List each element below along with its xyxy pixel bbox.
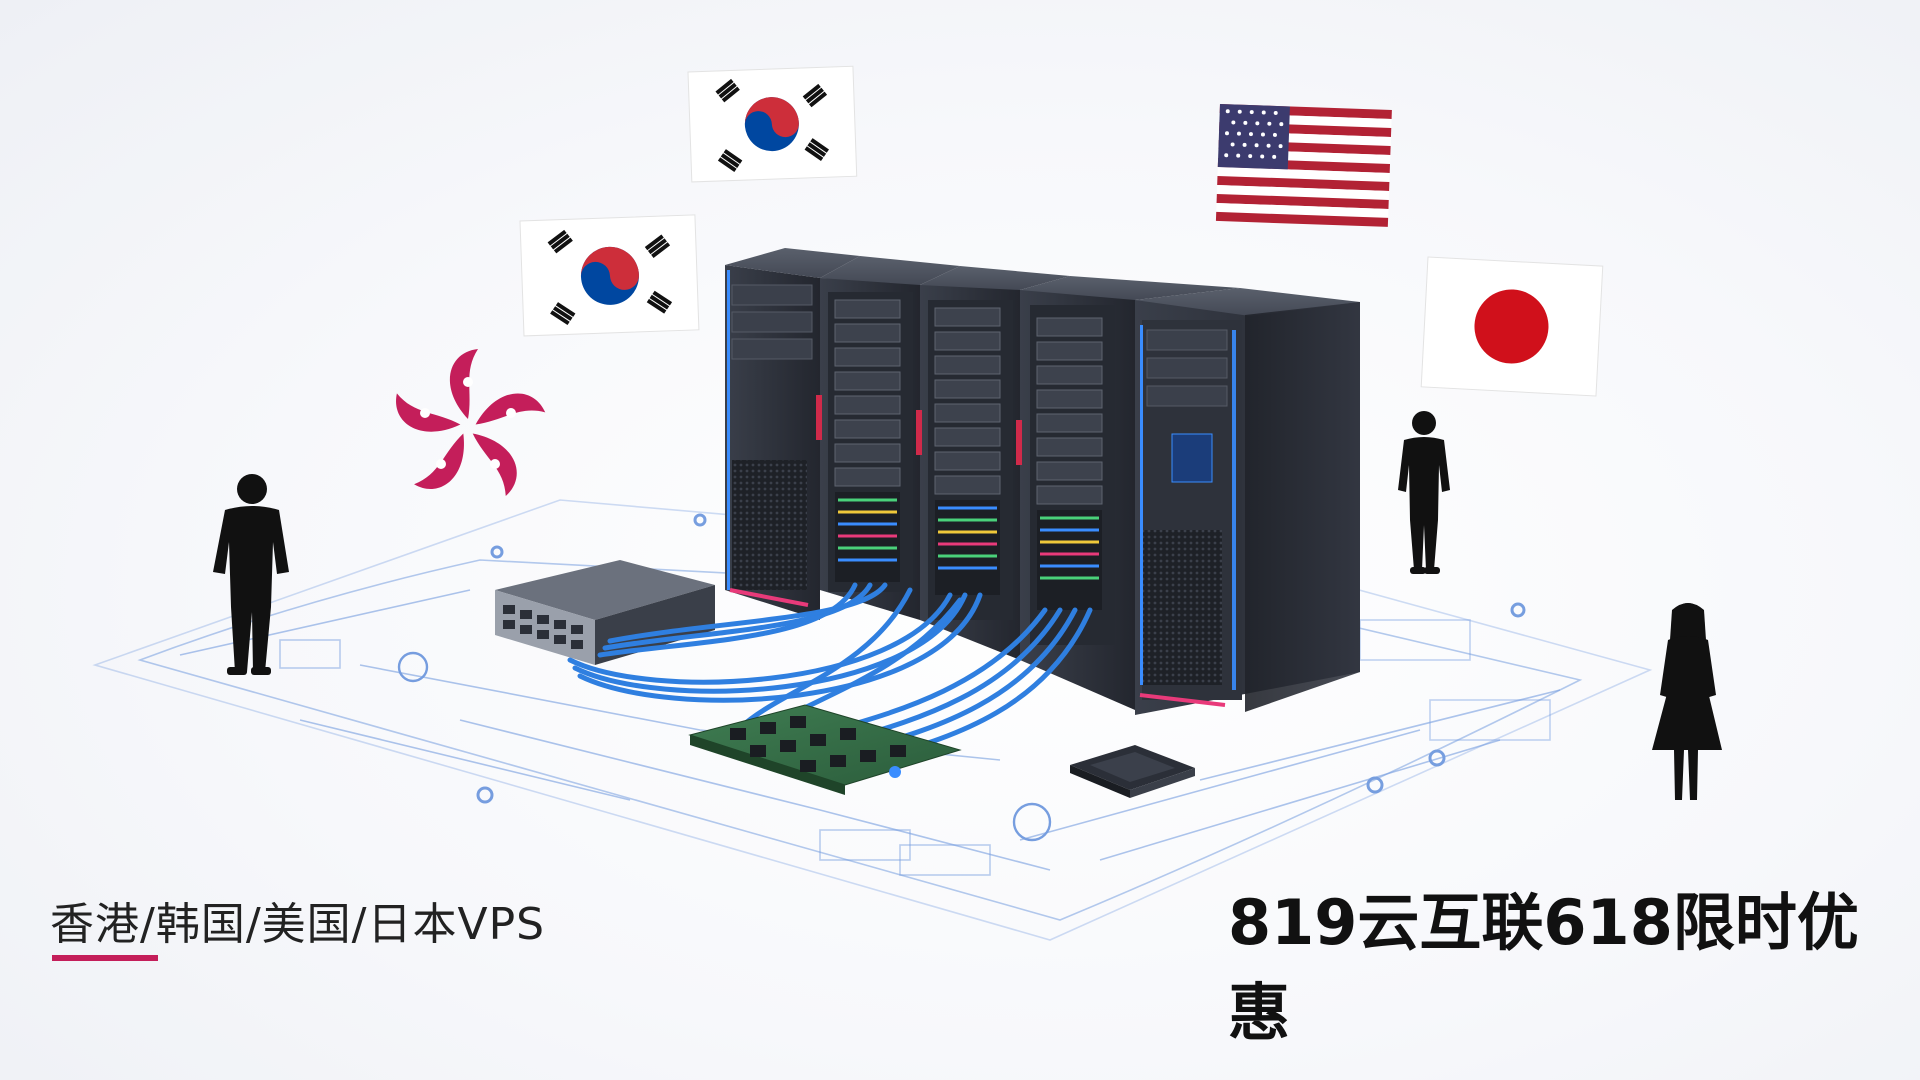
network-panels bbox=[835, 492, 1102, 610]
server-racks bbox=[725, 248, 1360, 715]
drive-bays bbox=[816, 299, 1103, 610]
server-rack bbox=[1135, 288, 1360, 715]
person-silhouette bbox=[1398, 411, 1450, 574]
caption-promo: 819云互联618限时优惠 bbox=[1228, 886, 1859, 1049]
japan-flag bbox=[1420, 256, 1604, 397]
cpu-chip bbox=[1070, 745, 1195, 798]
bauhinia-flower bbox=[396, 349, 546, 496]
usa-flag bbox=[1215, 104, 1392, 227]
korea-flag bbox=[687, 65, 858, 183]
korea-flag bbox=[519, 214, 700, 337]
person-silhouette bbox=[213, 474, 289, 675]
caption-underline bbox=[52, 955, 158, 961]
person-silhouette bbox=[1652, 603, 1722, 800]
server-rack bbox=[725, 248, 860, 620]
blueprint-floor bbox=[92, 499, 1653, 941]
circuit-board bbox=[688, 704, 962, 795]
caption-regions: 香港/韩国/美国/日本VPS bbox=[50, 899, 546, 950]
